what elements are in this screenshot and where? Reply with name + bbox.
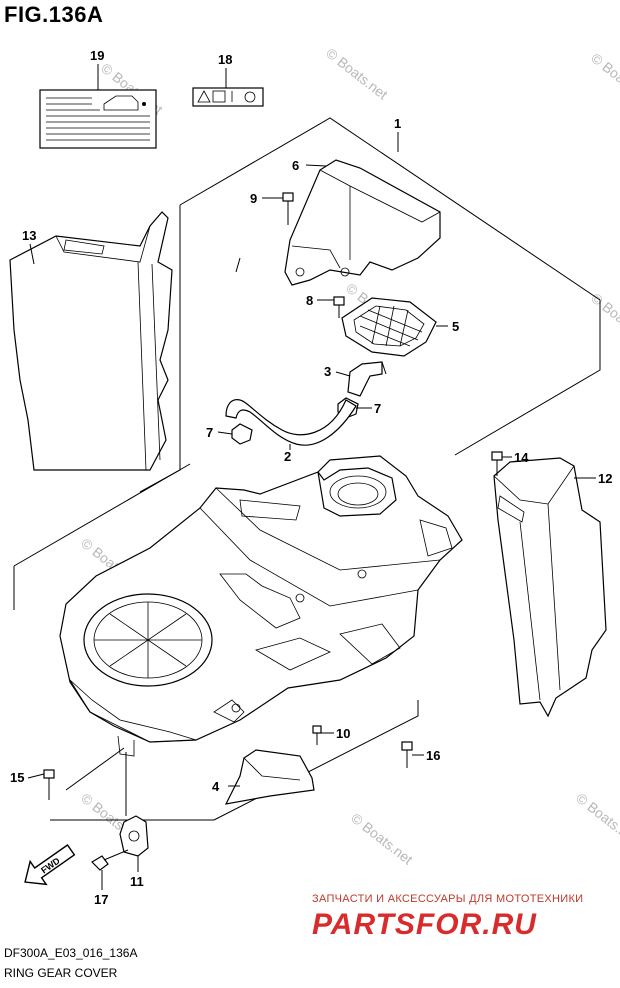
diagram-name: RING GEAR COVER xyxy=(4,966,118,980)
watermark-boats: © Boats.net xyxy=(348,810,416,868)
part-7-clip xyxy=(231,423,253,445)
callout-6: 6 xyxy=(292,158,299,173)
part-6-duct-bracket xyxy=(284,159,441,286)
part-3-elbow-fitting xyxy=(347,361,387,397)
oil-can-icon xyxy=(103,95,139,111)
shop-watermark-logo: PARTSFOR.RU xyxy=(312,908,537,941)
part-2-hose xyxy=(225,399,357,446)
part-19-label xyxy=(39,89,157,149)
watermark-boats: © Boats.net xyxy=(573,790,620,848)
figure-title: FIG.136A xyxy=(4,2,104,27)
part-16-bolt xyxy=(401,741,413,768)
watermark-boats: © Boats.net xyxy=(323,45,391,103)
callout-9: 9 xyxy=(250,191,257,206)
callout-5: 5 xyxy=(452,319,459,334)
callout-7: 7 xyxy=(374,401,381,416)
callout-3: 3 xyxy=(324,364,331,379)
part-10-screw xyxy=(312,725,322,745)
part-9-bolt xyxy=(282,192,294,225)
callout-7: 7 xyxy=(206,425,213,440)
fwd-arrow: FWD xyxy=(24,844,76,886)
part-11-clamp xyxy=(119,815,149,857)
callout-1: 1 xyxy=(394,116,401,131)
callout-11: 11 xyxy=(130,874,144,889)
part-8-bolt xyxy=(333,296,345,318)
part-5-filter-screen xyxy=(341,297,437,357)
leader-lines xyxy=(27,64,596,890)
part-4-small-duct xyxy=(224,749,315,805)
callout-10: 10 xyxy=(336,726,350,741)
part-15-bolt xyxy=(43,769,55,800)
callout-4: 4 xyxy=(212,779,220,794)
diagram-code: DF300A_E03_016_136A xyxy=(4,946,138,960)
callout-8: 8 xyxy=(306,293,313,308)
part-12-side-panel xyxy=(493,457,607,718)
callout-15: 15 xyxy=(10,770,24,785)
callout-16: 16 xyxy=(426,748,440,763)
callout-19: 19 xyxy=(90,48,104,63)
part-14-bolt xyxy=(491,451,503,476)
callout-12: 12 xyxy=(598,471,612,486)
callout-14: 14 xyxy=(514,450,529,465)
callout-17: 17 xyxy=(94,892,108,907)
watermark-boats: © Boats.net xyxy=(588,290,620,348)
part-18-warning-label xyxy=(192,87,264,107)
main-housing xyxy=(59,455,463,757)
part-17-bolt xyxy=(91,849,129,871)
callout-2: 2 xyxy=(284,449,291,464)
callout-numbers: 1 2 3 4 5 6 7 7 8 9 10 11 12 13 14 15 16… xyxy=(10,48,612,907)
shop-watermark-text: ЗАПЧАСТИ И АКСЕССУАРЫ ДЛЯ МОТОТЕХНИКИ xyxy=(312,893,584,905)
part-13-side-panel xyxy=(9,211,173,471)
callout-18: 18 xyxy=(218,52,232,67)
watermark-boats: © Boats.net xyxy=(588,50,620,108)
callout-13: 13 xyxy=(22,228,36,243)
warning-triangle-icon xyxy=(197,90,211,103)
